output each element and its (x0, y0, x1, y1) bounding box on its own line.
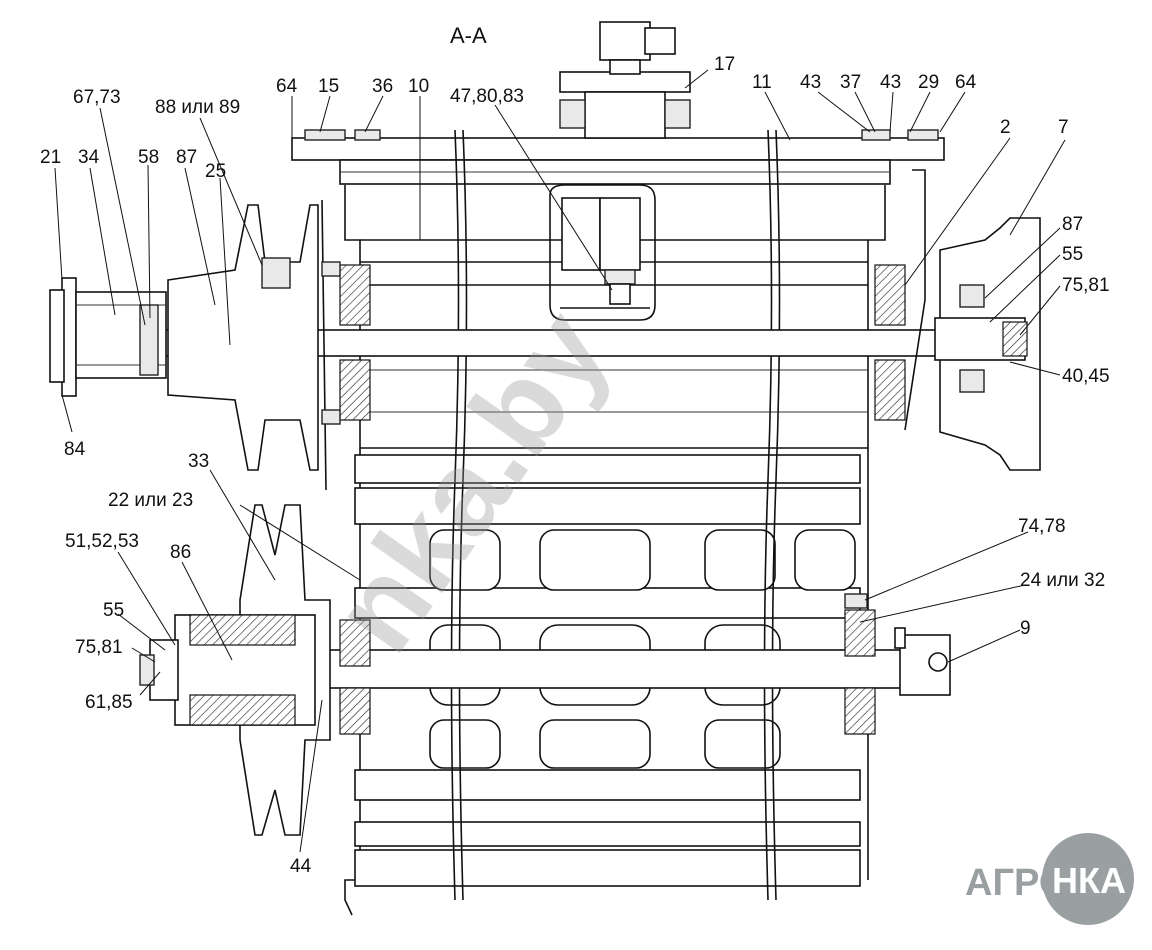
label-74-78: 74,78 (1018, 516, 1066, 537)
label-25: 25 (205, 161, 226, 182)
label-17: 17 (714, 54, 735, 75)
upper-bearings (321, 261, 906, 425)
label-2: 2 (1000, 117, 1011, 138)
agronka-logo: АГРО НКА (965, 833, 1134, 925)
label-86: 86 (170, 542, 191, 563)
label-64-right: 64 (955, 72, 977, 93)
break-lines (450, 129, 781, 901)
label-9: 9 (1020, 618, 1031, 639)
label-88-or-89: 88 или 89 (155, 97, 240, 118)
label-43-first: 43 (800, 72, 821, 93)
label-15: 15 (318, 76, 339, 97)
label-61-85: 61,85 (85, 692, 133, 713)
label-21: 21 (40, 147, 61, 168)
label-84: 84 (64, 439, 86, 460)
section-title: А-А (450, 23, 487, 48)
logo-text-right: НКА (1052, 860, 1126, 901)
label-33: 33 (188, 451, 209, 472)
label-24-or-32: 24 или 32 (1020, 570, 1105, 591)
label-47-80-83: 47,80,83 (450, 86, 524, 107)
label-87-right: 87 (1062, 214, 1083, 235)
inner-motor (549, 184, 656, 321)
upper-left-pulley (167, 199, 327, 491)
label-75-81-right: 75,81 (1062, 275, 1110, 296)
label-37: 37 (840, 72, 861, 93)
logo-circle (1042, 833, 1134, 925)
label-10: 10 (408, 76, 429, 97)
label-67-73: 67,73 (73, 87, 121, 108)
upper-left-hub (49, 277, 167, 397)
top-drive-unit (559, 21, 691, 139)
label-43-second: 43 (880, 72, 901, 93)
label-22-or-23: 22 или 23 (108, 490, 193, 511)
label-29: 29 (918, 72, 939, 93)
label-58: 58 (138, 147, 159, 168)
label-55-left: 55 (103, 600, 124, 621)
label-51-52-53: 51,52,53 (65, 531, 139, 552)
label-40-45: 40,45 (1062, 366, 1110, 387)
leader-lines (54, 69, 1066, 853)
upper-right-pulley (904, 169, 1041, 471)
label-64-left: 64 (276, 76, 298, 97)
label-75-81-left: 75,81 (75, 637, 123, 658)
label-36: 36 (372, 76, 393, 97)
rotor-bars (354, 454, 861, 887)
lower-left-pulley (139, 504, 331, 836)
label-7: 7 (1058, 117, 1069, 138)
label-55-right: 55 (1062, 244, 1083, 265)
label-87-left: 87 (176, 147, 197, 168)
label-11: 11 (752, 72, 772, 93)
label-34: 34 (78, 147, 100, 168)
label-44: 44 (290, 856, 312, 877)
